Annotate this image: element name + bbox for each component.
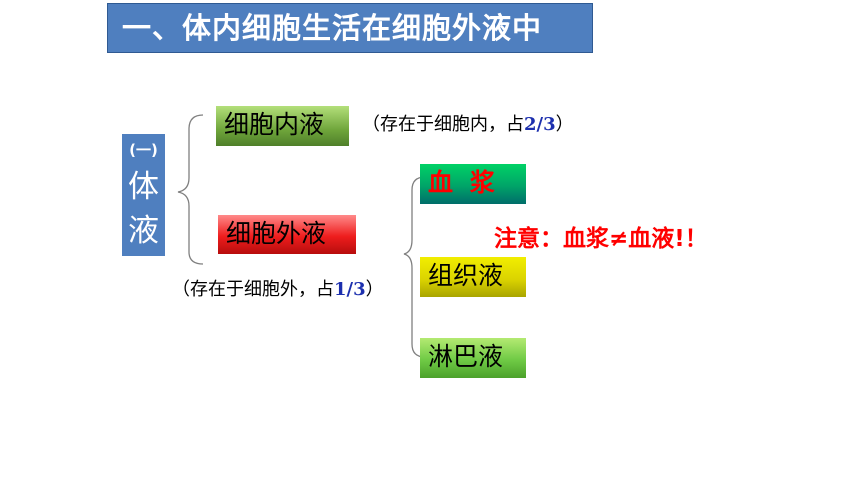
- body-fluid-box: (一) 体 液: [122, 134, 165, 256]
- attention-note: 注意：血浆≠血液!！: [494, 226, 708, 252]
- slide-title: 一、体内细胞生活在细胞外液中: [107, 3, 593, 53]
- extracellular-note-pre: （存在于细胞外，占: [172, 279, 334, 300]
- brace-body-fluid: [177, 114, 204, 265]
- intracellular-fraction: 2/3: [524, 114, 556, 135]
- extracellular-fluid-box: 细胞外液: [218, 215, 356, 254]
- body-fluid-char-2: 液: [128, 213, 159, 249]
- body-fluid-mark: (一): [129, 141, 158, 159]
- body-fluid-char-1: 体: [128, 169, 159, 205]
- intracellular-note-pre: （存在于细胞内，占: [362, 114, 524, 135]
- extracellular-note: （存在于细胞外，占1/3）: [172, 275, 384, 301]
- brace-extracellular: [403, 176, 426, 358]
- lymph-box: 淋巴液: [420, 338, 526, 378]
- extracellular-note-post: ）: [365, 279, 384, 300]
- extracellular-fraction: 1/3: [334, 279, 366, 300]
- intracellular-note: （存在于细胞内，占2/3）: [362, 110, 574, 136]
- intracellular-note-post: ）: [555, 114, 574, 135]
- intracellular-fluid-box: 细胞内液: [216, 106, 349, 146]
- plasma-box: 血 浆: [420, 164, 526, 204]
- tissue-fluid-box: 组织液: [420, 257, 526, 297]
